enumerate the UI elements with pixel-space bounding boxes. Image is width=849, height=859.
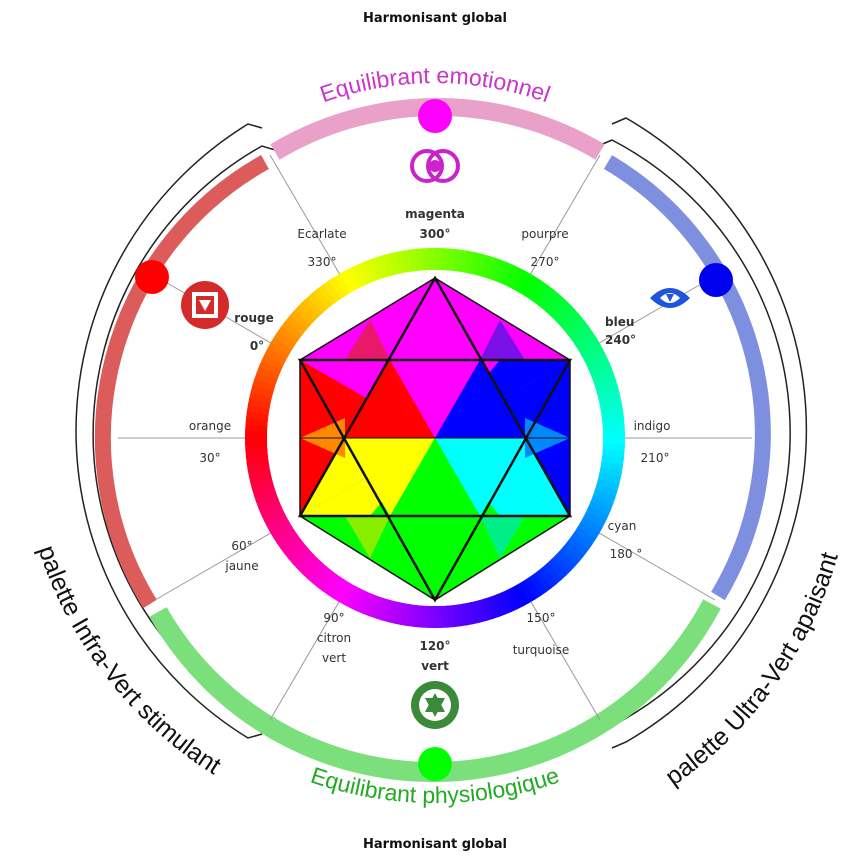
top-title: Harmonisant global [363,11,507,26]
orange-label: orange [189,419,231,433]
crown-chakra-icon [410,149,460,183]
right-outer-bracket-2 [597,139,791,731]
cyan-label: cyan [608,519,637,533]
pourpre-label: pourpre [521,227,568,241]
bottom-title: Harmonisant global [363,837,507,852]
ecarlate-degree: 330° [308,255,337,269]
magenta-degree: 300° [419,227,450,241]
third-eye-chakra-icon [650,288,690,308]
magenta-dot [418,99,452,133]
vert-label: vert [421,659,449,673]
citron-degree: 90° [323,611,344,625]
red-arc [94,155,269,609]
rouge-label: rouge [234,311,273,325]
vert-degree: 120° [419,639,450,653]
citron-label-1: citron [317,631,351,645]
indigo-degree: 210° [641,451,670,465]
rouge-degree: 0° [250,339,264,353]
citron-label-2: vert [322,651,346,665]
ecarlate-label: Ecarlate [297,227,346,241]
blue-dot [699,263,733,297]
palette-right-title: palette Ultra-Vert apaisant [660,549,843,791]
turquoise-label: turquoise [513,643,570,657]
indigo-label: indigo [634,419,671,433]
bleu-label: bleu [605,315,634,329]
jaune-degree: 60° [231,539,252,553]
cyan-degree: 180 ° [610,547,643,561]
turquoise-degree: 150° [527,611,556,625]
orange-degree: 30° [199,451,220,465]
left-outer-bracket [75,123,263,739]
hexagram [297,275,573,603]
bleu-degree: 240° [605,333,636,347]
blue-arc [603,155,771,601]
magenta-label: magenta [405,207,465,221]
jaune-label: jaune [224,559,258,573]
pourpre-degree: 270° [531,255,560,269]
heart-chakra-icon [411,681,459,729]
root-chakra-icon [181,281,229,329]
green-dot [418,747,452,781]
red-dot [135,260,169,294]
right-outer-bracket [611,117,808,749]
